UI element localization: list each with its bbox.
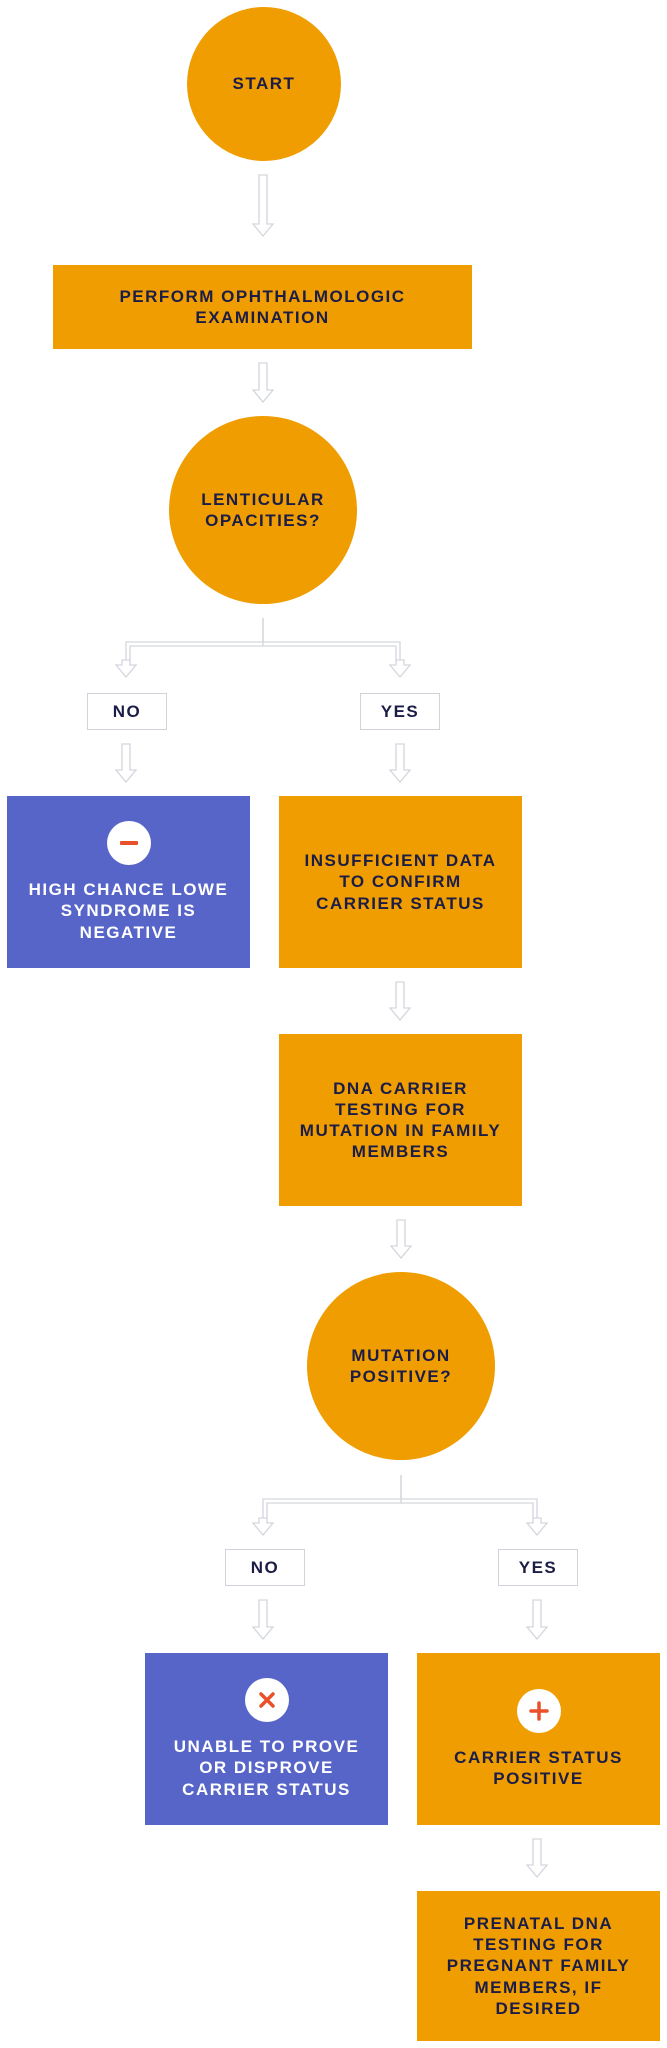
down-arrow-4 [388, 659, 412, 679]
x-icon [244, 1678, 289, 1723]
branch-connector-2b [401, 1498, 538, 1518]
yes-label-1-text: YES [380, 701, 420, 721]
down-arrow-7 [388, 981, 412, 1022]
branch-connector-1c [129, 618, 264, 660]
prenatal-node: PRENATAL DNA TESTING FOR PREGNANT FAMILY… [417, 1891, 660, 2041]
mutation-label: MUTATION POSITIVE? [349, 1345, 453, 1386]
insufficient-node: INSUFFICIENT DATA TO CONFIRM CARRIER STA… [279, 796, 522, 968]
exam-node: PERFORM OPHTHALMOLOGIC EXAMINATION [53, 265, 472, 349]
branch-connector-2d [401, 1502, 534, 1518]
negative-label: HIGH CHANCE LOWE SYNDROME IS NEGATIVE [28, 880, 229, 942]
down-arrow-1 [251, 174, 275, 238]
branch-connector-1b [263, 641, 401, 660]
down-arrow-13 [525, 1838, 549, 1879]
start-node: START [187, 7, 341, 161]
yes-label-1: YES [360, 693, 440, 730]
start-label: START [232, 74, 296, 94]
exam-label: PERFORM OPHTHALMOLOGIC EXAMINATION [119, 286, 406, 327]
branch-connector-1d [263, 645, 397, 660]
down-arrow-9 [251, 1517, 275, 1537]
opacities-decision: LENTICULAR OPACITIES? [169, 416, 357, 604]
no-label-1: NO [87, 693, 167, 730]
unable-node: UNABLE TO PROVE OR DISPROVE CARRIER STAT… [145, 1653, 388, 1825]
dna-testing-node: DNA CARRIER TESTING FOR MUTATION IN FAMI… [279, 1034, 522, 1206]
branch-connector-2c [266, 1475, 402, 1518]
unable-label: UNABLE TO PROVE OR DISPROVE CARRIER STAT… [173, 1737, 360, 1799]
down-arrow-2 [251, 362, 275, 404]
no-label-1-text: NO [112, 701, 142, 721]
plus-icon [516, 1688, 561, 1733]
mutation-decision: MUTATION POSITIVE? [307, 1272, 495, 1460]
dna-testing-label: DNA CARRIER TESTING FOR MUTATION IN FAMI… [299, 1078, 502, 1162]
down-arrow-8 [389, 1219, 413, 1260]
down-arrow-10 [525, 1517, 549, 1537]
yes-label-2-text: YES [518, 1557, 558, 1577]
down-arrow-11 [251, 1599, 275, 1641]
down-arrow-3 [114, 659, 138, 679]
insufficient-label: INSUFFICIENT DATA TO CONFIRM CARRIER STA… [304, 851, 497, 913]
down-arrow-5 [114, 743, 138, 784]
branch-connector-1 [125, 618, 264, 660]
minus-icon [106, 821, 151, 866]
carrier-positive-label: CARRIER STATUS POSITIVE [454, 1747, 623, 1788]
negative-node: HIGH CHANCE LOWE SYNDROME IS NEGATIVE [7, 796, 250, 968]
no-label-2: NO [225, 1549, 305, 1586]
opacities-label: LENTICULAR OPACITIES? [201, 489, 325, 530]
down-arrow-12 [525, 1599, 549, 1641]
yes-label-2: YES [498, 1549, 578, 1586]
down-arrow-6 [388, 743, 412, 784]
prenatal-label: PRENATAL DNA TESTING FOR PREGNANT FAMILY… [446, 1913, 631, 2018]
carrier-positive-node: CARRIER STATUS POSITIVE [417, 1653, 660, 1825]
no-label-2-text: NO [250, 1557, 280, 1577]
branch-connector-2 [262, 1475, 402, 1518]
